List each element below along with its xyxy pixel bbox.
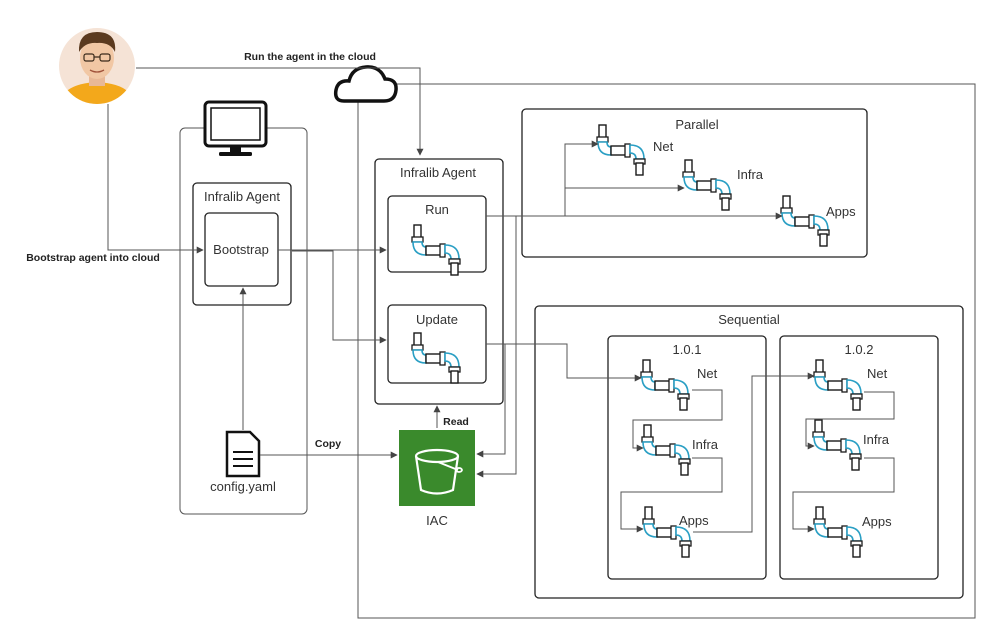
sequential-box bbox=[534, 305, 964, 599]
cloud-icon bbox=[333, 65, 398, 103]
monitor-icon bbox=[203, 100, 268, 156]
read-label: Read bbox=[443, 416, 469, 428]
parallel-apps-pipeline-icon bbox=[780, 195, 830, 247]
parallel-label: Parallel bbox=[675, 117, 718, 132]
version-1-box bbox=[607, 335, 767, 580]
config-label: config.yaml bbox=[210, 479, 276, 494]
config-file-icon bbox=[225, 430, 261, 478]
parallel-apps-label: Apps bbox=[826, 204, 856, 219]
bootstrap-label: Bootstrap bbox=[213, 242, 269, 257]
v2-apps-pipeline-icon bbox=[813, 506, 863, 558]
connectors bbox=[107, 67, 895, 533]
parallel-infra-label: Infra bbox=[737, 167, 764, 182]
v1-apps-label: Apps bbox=[679, 513, 709, 528]
v1-net-label: Net bbox=[697, 366, 718, 381]
cloud-agent-label: Infralib Agent bbox=[400, 165, 476, 180]
version-2-box bbox=[779, 335, 939, 580]
v2-infra-label: Infra bbox=[863, 432, 890, 447]
update-pipeline-icon bbox=[411, 332, 461, 384]
user-avatar bbox=[59, 28, 135, 104]
parallel-net-pipeline-icon bbox=[596, 124, 646, 176]
iac-label: IAC bbox=[426, 513, 448, 528]
v2-net-label: Net bbox=[867, 366, 888, 381]
v1-infra-pipeline-icon bbox=[641, 424, 691, 476]
parallel-net-label: Net bbox=[653, 139, 674, 154]
v2-apps-label: Apps bbox=[862, 514, 892, 529]
run-box bbox=[387, 195, 487, 273]
run-in-cloud-label: Run the agent in the cloud bbox=[244, 51, 376, 63]
cloud-container bbox=[357, 83, 976, 619]
v1-net-pipeline-icon bbox=[640, 359, 690, 411]
sequential-label: Sequential bbox=[718, 312, 780, 327]
v2-infra-pipeline-icon bbox=[812, 419, 862, 471]
local-agent-box bbox=[192, 182, 292, 306]
parallel-box bbox=[521, 108, 868, 258]
cloud-agent-box bbox=[374, 158, 504, 405]
v2-net-pipeline-icon bbox=[813, 359, 863, 411]
parallel-infra-pipeline-icon bbox=[682, 159, 732, 211]
run-pipeline-icon bbox=[411, 224, 461, 276]
version-1-label: 1.0.1 bbox=[673, 342, 702, 357]
update-label: Update bbox=[416, 312, 458, 327]
copy-label: Copy bbox=[315, 438, 341, 450]
bootstrap-into-cloud-label: Bootstrap agent into cloud bbox=[26, 252, 160, 264]
run-label: Run bbox=[425, 202, 449, 217]
local-agent-label: Infralib Agent bbox=[204, 189, 280, 204]
v1-infra-label: Infra bbox=[692, 437, 719, 452]
iac-bucket-icon bbox=[399, 430, 475, 506]
version-2-label: 1.0.2 bbox=[845, 342, 874, 357]
